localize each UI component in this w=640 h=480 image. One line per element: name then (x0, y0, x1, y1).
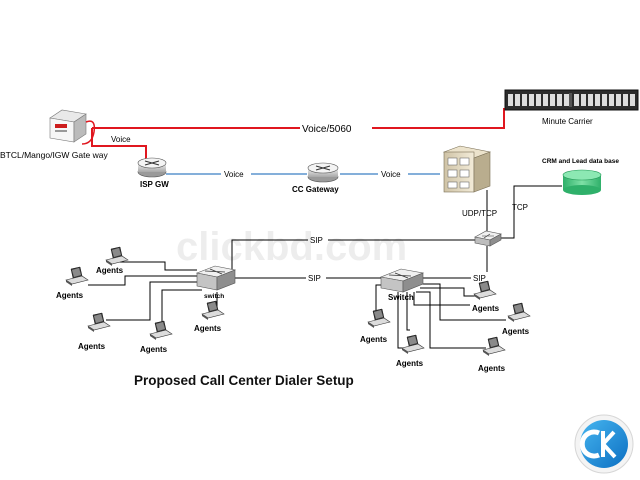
agent-workstation: Agents (396, 334, 425, 368)
computer-icon (367, 308, 391, 328)
agent-workstation: Agents (96, 246, 129, 275)
agent-label: Agents (194, 324, 222, 333)
switch-icon (379, 268, 425, 293)
voice-label-isp: Voice (224, 170, 244, 179)
agent-label: Agents (502, 327, 530, 336)
database-icon (562, 169, 602, 195)
c-letter-icon (579, 429, 600, 459)
server-tower-icon (442, 145, 492, 193)
agent-label: Agents (78, 342, 106, 351)
isp-gw-label: ISP GW (140, 180, 169, 189)
sip-label-top: SIP (310, 236, 323, 245)
computer-icon (473, 280, 497, 300)
gateway-server-icon (49, 109, 96, 145)
agent-workstation: Agents (78, 312, 111, 351)
minute-carrier-node: Minute Carrier (504, 89, 639, 126)
agent-workstation: Agents (478, 336, 506, 373)
agent-workstation: Agents (56, 266, 89, 300)
switch-icon (474, 230, 502, 247)
minute-carrier-label: Minute Carrier (542, 117, 593, 126)
computer-icon (401, 334, 425, 354)
right-agent-links (375, 283, 506, 349)
k-letter-icon (601, 430, 617, 459)
voice-label-server: Voice (381, 170, 401, 179)
agent-label: Agents (56, 291, 84, 300)
voice-trunk-line (92, 108, 505, 129)
main-switch-label: Switch (388, 293, 414, 302)
computer-icon (149, 320, 173, 340)
server-cluster-node (442, 145, 492, 193)
router-icon (307, 162, 339, 183)
agent-workstation: Agents (140, 320, 173, 354)
edge-labels: Voice/5060 Voice Voice Voice UDP/TCP TCP… (111, 122, 528, 283)
sip-label-right: SIP (473, 274, 486, 283)
computer-icon (507, 302, 531, 322)
left-switch-label: switch (204, 293, 224, 300)
router-icon (137, 157, 167, 178)
agent-workstation: Agents (472, 280, 500, 313)
agent-label: Agents (140, 345, 168, 354)
left-switch-node: switch (195, 265, 237, 300)
agent-label: Agents (96, 266, 124, 275)
cc-gateway-label: CC Gateway (292, 185, 339, 194)
rack-server-icon (504, 89, 639, 111)
gateway-node: BTCL/Mango/IGW Gate way (0, 109, 108, 160)
agent-label: Agents (472, 304, 500, 313)
agent-workstation: Agents (360, 308, 391, 344)
top-switch-node (474, 230, 502, 247)
agent-workstation: Agents (194, 300, 225, 333)
agent-label: Agents (396, 359, 424, 368)
main-switch-node: Switch (379, 268, 425, 302)
computer-icon (65, 266, 89, 286)
voice-5060-label: Voice/5060 (302, 124, 352, 135)
computer-icon (87, 312, 111, 332)
crm-label: CRM and Lead data base (542, 158, 619, 165)
switch-icon (195, 265, 237, 291)
diagram-title: Proposed Call Center Dialer Setup (134, 373, 354, 388)
crm-node: CRM and Lead data base (542, 158, 619, 195)
computer-icon (201, 300, 225, 320)
sip-label-middle: SIP (308, 274, 321, 283)
clickbd-logo (574, 414, 634, 474)
cc-gateway-node: CC Gateway (292, 162, 339, 194)
tcp-label: TCP (512, 203, 528, 212)
computer-icon (105, 246, 129, 266)
voice-label-gateway: Voice (111, 135, 131, 144)
isp-gw-node: ISP GW (137, 157, 169, 189)
gateway-label: BTCL/Mango/IGW Gate way (0, 150, 108, 160)
computer-icon (482, 336, 506, 356)
watermark-text: clickbd.com (176, 225, 407, 269)
sip-top-line (231, 239, 475, 274)
agent-workstation: Agents (502, 302, 531, 336)
switch-to-crm-line (500, 185, 562, 239)
agent-label: Agents (360, 335, 388, 344)
udp-tcp-label: UDP/TCP (462, 209, 497, 218)
agent-label: Agents (478, 364, 506, 373)
